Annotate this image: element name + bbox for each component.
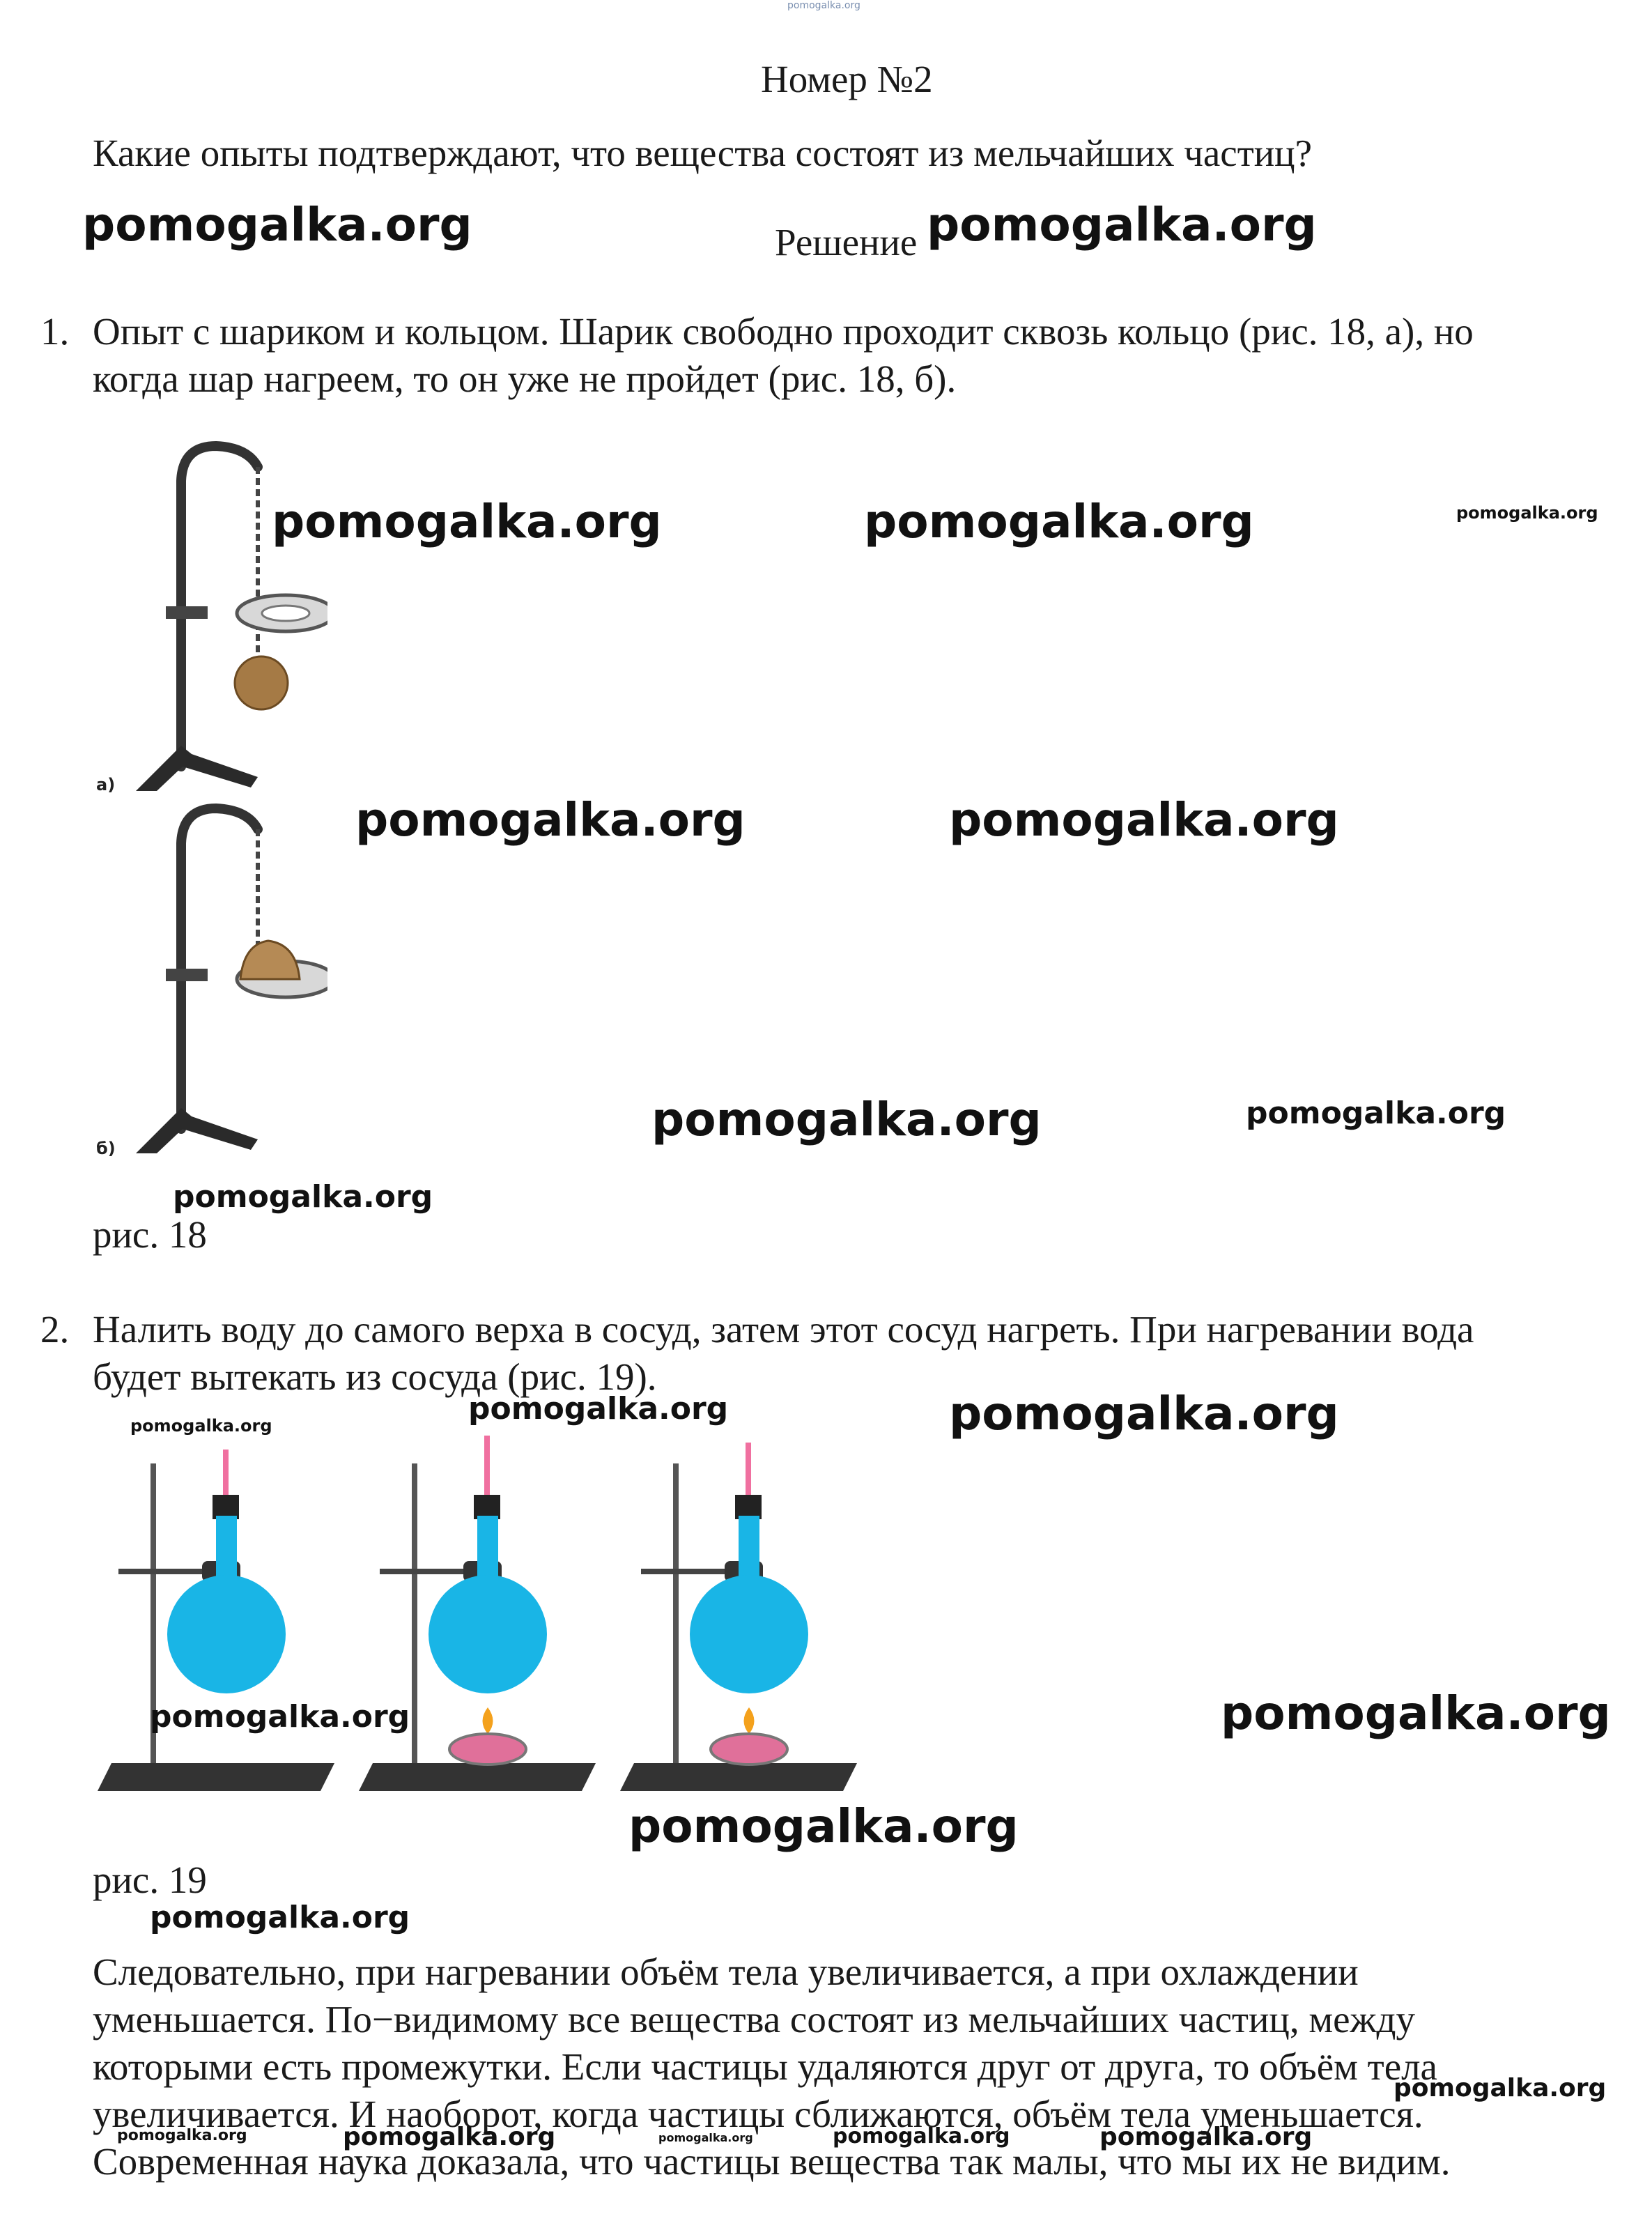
stopper (213, 1495, 239, 1519)
conclusion-line: увеличивается. И наоборот, когда частицы… (93, 2093, 1423, 2135)
watermark: pomogalka.org (1394, 2074, 1607, 2103)
watermark: pomogalka.org (949, 1387, 1339, 1440)
watermark: pomogalka.org (468, 1391, 729, 1427)
stand-rod (176, 440, 263, 771)
stopper (735, 1495, 762, 1519)
flask-neck (739, 1516, 759, 1578)
flask-setup-1 (98, 1450, 334, 1791)
flask-neck (216, 1516, 237, 1578)
watermark: pomogalka.org (82, 198, 472, 252)
item-line: будет вытекать из сосуда (рис. 19). (93, 1355, 657, 1398)
flask-setup-2 (359, 1436, 596, 1791)
flask-bulb (167, 1575, 286, 1693)
conclusion-line: уменьшается. По−видимому все вещества со… (93, 1998, 1416, 2040)
figure-label: б) (96, 1139, 116, 1158)
flask-setup-3 (620, 1443, 857, 1791)
clamp (166, 969, 208, 981)
ball (233, 655, 289, 711)
figure-18a (136, 440, 327, 791)
stand-base (136, 1108, 258, 1153)
burner (709, 1732, 789, 1766)
figure-19 (98, 1436, 857, 1791)
watermark: pomogalka.org (1221, 1686, 1611, 1740)
watermark: pomogalka.org (658, 2131, 753, 2144)
figure-caption: рис. 18 (93, 1213, 207, 1256)
watermark: pomogalka.org (117, 2127, 247, 2144)
flame (482, 1707, 493, 1734)
ball (239, 939, 301, 981)
flask-bulb (690, 1575, 808, 1693)
conclusion-line: Следовательно, при нагревании объём тела… (93, 1951, 1359, 1993)
watermark: pomogalka.org (1456, 503, 1598, 523)
flame (743, 1707, 755, 1734)
stopper (474, 1495, 500, 1519)
watermark: pomogalka.org (150, 1699, 410, 1735)
base-plate (98, 1763, 334, 1791)
question-text: Какие опыты подтверждают, что вещества с… (93, 132, 1313, 174)
stand-base (136, 746, 258, 791)
watermark: pomogalka.org (1246, 1096, 1506, 1131)
item-number: 1. (40, 310, 70, 353)
burner (448, 1732, 527, 1766)
conclusion-line: Современная наука доказала, что частицы … (93, 2140, 1451, 2183)
base-plate (620, 1763, 857, 1791)
flask-neck (477, 1516, 498, 1578)
watermark: pomogalka.org (927, 198, 1317, 252)
ring-hole (261, 604, 311, 622)
watermark: pomogalka.org (355, 793, 746, 847)
watermark: pomogalka.org (628, 1799, 1019, 1853)
stand-rod (176, 803, 263, 1134)
watermark: pomogalka.org (343, 2123, 556, 2151)
figure-18b (136, 803, 327, 1153)
flask-bulb (429, 1575, 547, 1693)
figure-caption: рис. 19 (93, 1859, 207, 1901)
item-number: 2. (40, 1308, 70, 1351)
base-plate (359, 1763, 596, 1791)
clamp (166, 606, 208, 619)
page-title: Номер №2 (761, 58, 933, 100)
figure-label: а) (96, 775, 116, 794)
item-line: Налить воду до самого верха в сосуд, зат… (93, 1308, 1474, 1351)
item-line: Опыт с шариком и кольцом. Шарик свободно… (93, 310, 1474, 353)
watermark: pomogalka.org (864, 495, 1254, 548)
header-watermark: pomogalka.org (787, 0, 860, 11)
watermark: pomogalka.org (833, 2124, 1010, 2148)
watermark: pomogalka.org (949, 793, 1339, 847)
solution-label: Решение (775, 221, 918, 263)
watermark: pomogalka.org (130, 1416, 272, 1436)
watermark: pomogalka.org (1099, 2123, 1313, 2151)
conclusion-line: которыми есть промежутки. Если частицы у… (93, 2045, 1437, 2088)
item-line: когда шар нагреем, то он уже не пройдет … (93, 358, 957, 400)
watermark: pomogalka.org (173, 1179, 433, 1215)
watermark: pomogalka.org (651, 1093, 1042, 1146)
watermark: pomogalka.org (150, 1900, 410, 1935)
watermark: pomogalka.org (272, 495, 662, 548)
